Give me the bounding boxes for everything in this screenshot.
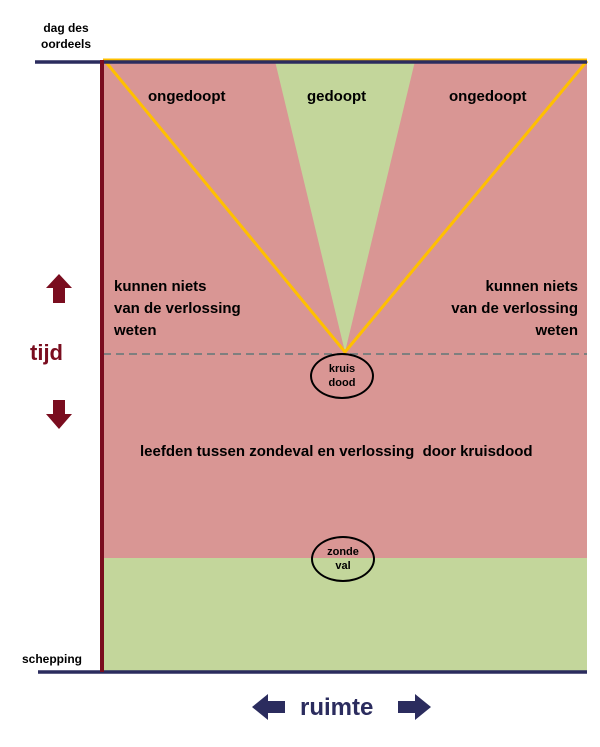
time-up-arrow-icon xyxy=(46,274,72,303)
baptized-label: gedoopt xyxy=(307,88,367,105)
cannot-know-right-line2: van de verlossing xyxy=(451,300,578,317)
cone-lines xyxy=(103,60,589,355)
doomsday-label-line2: oordeels xyxy=(40,37,91,51)
space-right-arrow-icon xyxy=(398,694,431,720)
cannot-know-left-line3: weten xyxy=(114,322,157,339)
space-label: ruimte xyxy=(300,694,374,721)
crucifixion-line1: kruis xyxy=(328,363,356,375)
unbaptized-right-label: ongedoopt xyxy=(449,88,527,105)
unbaptized-left-label: ongedoopt xyxy=(148,88,226,105)
cannot-know-right-line3: weten xyxy=(535,322,578,339)
crucifixion-event: kruis dood xyxy=(310,353,374,399)
cannot-know-left-line2: van de verlossing xyxy=(114,300,241,317)
fall-line2: val xyxy=(335,560,351,572)
fall-line1: zonde xyxy=(327,546,359,558)
baptized-region xyxy=(275,61,415,352)
cannot-know-left-label: kunnen niets van de verlossing weten xyxy=(114,276,241,342)
crucifixion-line2: dood xyxy=(328,377,356,389)
creation-label: schepping xyxy=(22,652,83,666)
time-label: tijd xyxy=(30,340,63,365)
cannot-know-right-label: kunnen niets van de verlossing weten xyxy=(420,276,578,342)
doomsday-label: dag des oordeels xyxy=(35,20,97,52)
cannot-know-right-line1: kunnen niets xyxy=(485,278,578,295)
time-down-arrow-icon xyxy=(46,400,72,429)
suffering-label: leefden tussen zondeval en verlossing do… xyxy=(140,443,533,460)
doomsday-label-line1: dag des xyxy=(43,21,89,35)
space-left-arrow-icon xyxy=(252,694,285,720)
cannot-know-left-line1: kunnen niets xyxy=(114,278,207,295)
fall-event: zonde val xyxy=(311,536,375,582)
